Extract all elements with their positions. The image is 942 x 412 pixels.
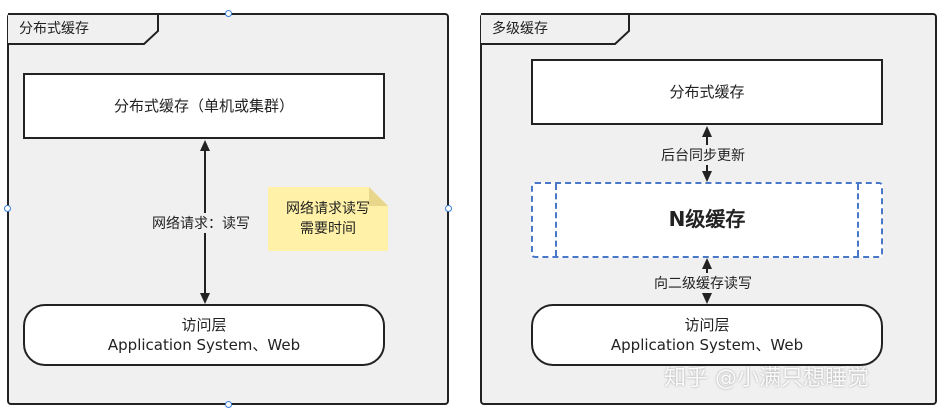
note-line-2: 需要时间 [300, 221, 356, 237]
n-level-cache-box[interactable] [531, 182, 883, 258]
left-frame-tab: 分布式缓存 [7, 13, 159, 45]
n-level-cache-inner-divider-right [857, 184, 859, 256]
right-access-layer-title: 访问层 [684, 316, 730, 334]
selection-handle-top[interactable] [225, 10, 232, 17]
right-frame-title: 多级缓存 [492, 21, 548, 37]
selection-handle-bottom[interactable] [225, 401, 232, 408]
right-access-layer-box[interactable]: 访问层 Application System、Web [531, 304, 883, 366]
sticky-note-shape [268, 187, 388, 251]
left-edge-label: 网络请求：读写 [150, 213, 252, 233]
selection-handle-right[interactable] [445, 205, 452, 212]
access-layer-title: 访问层 [181, 316, 227, 334]
access-layer-subtitle: Application System、Web [107, 336, 301, 354]
left-frame-title: 分布式缓存 [19, 21, 89, 37]
right-lower-edge-label: 向二级缓存读写 [652, 273, 754, 293]
right-distributed-cache-label: 分布式缓存 [669, 83, 745, 101]
distributed-cache-box[interactable]: 分布式缓存（单机或集群） [23, 73, 385, 139]
note-line-1: 网络请求读写 [286, 201, 370, 217]
sticky-note[interactable]: 网络请求读写 需要时间 [268, 187, 388, 251]
n-level-cache-inner-divider-left [555, 184, 557, 256]
sticky-note-text: 网络请求读写 需要时间 [268, 199, 388, 239]
right-distributed-cache-box[interactable]: 分布式缓存 [531, 59, 883, 125]
right-access-layer-subtitle: Application System、Web [610, 336, 804, 354]
n-level-cache-label: N级缓存 [668, 207, 746, 231]
frame-tab-shape [8, 13, 159, 45]
right-upper-edge-label: 后台同步更新 [659, 145, 747, 165]
selection-handle-left[interactable] [4, 205, 11, 212]
distributed-cache-label: 分布式缓存（单机或集群） [113, 97, 294, 115]
left-access-layer-box[interactable]: 访问层 Application System、Web [23, 304, 385, 366]
right-frame-tab: 多级缓存 [480, 13, 630, 45]
frame-tab-shape [481, 13, 630, 45]
watermark-text: 知乎 @小满只想睡觉 [664, 366, 869, 391]
